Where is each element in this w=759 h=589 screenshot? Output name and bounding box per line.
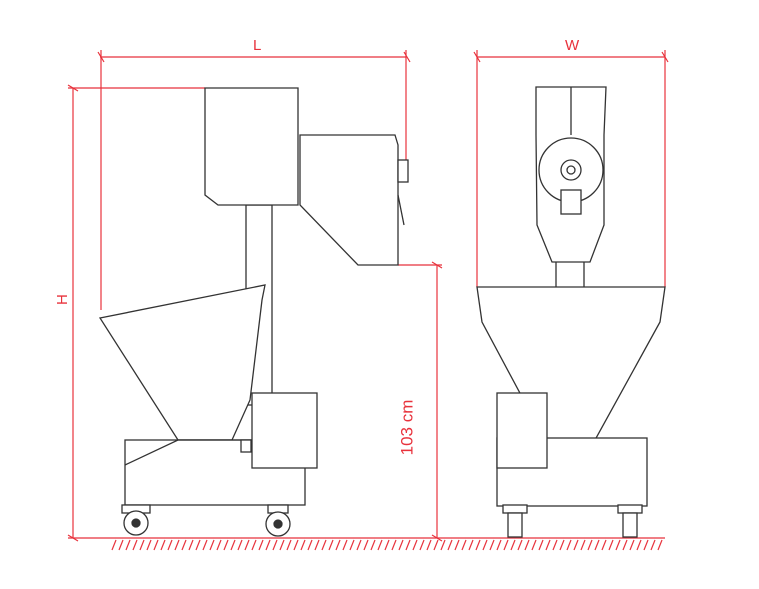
front-view (476, 86, 666, 538)
outlet-height-label: 103 cm (397, 399, 417, 456)
width-label: W (565, 37, 580, 54)
length-label: L (253, 37, 262, 54)
height-label: H (54, 294, 71, 305)
dimension-lines (67, 50, 669, 551)
side-control-box (251, 392, 318, 469)
side-caster-left (121, 504, 151, 536)
front-caster-left (502, 504, 528, 538)
side-caster-right (265, 504, 291, 537)
side-motor-housing (204, 87, 299, 206)
side-grinder-body (299, 134, 399, 266)
ground-hatch (111, 539, 663, 551)
side-hopper (98, 284, 266, 441)
side-view (98, 87, 409, 537)
front-control-box (496, 392, 548, 469)
front-caster-right (617, 504, 643, 538)
